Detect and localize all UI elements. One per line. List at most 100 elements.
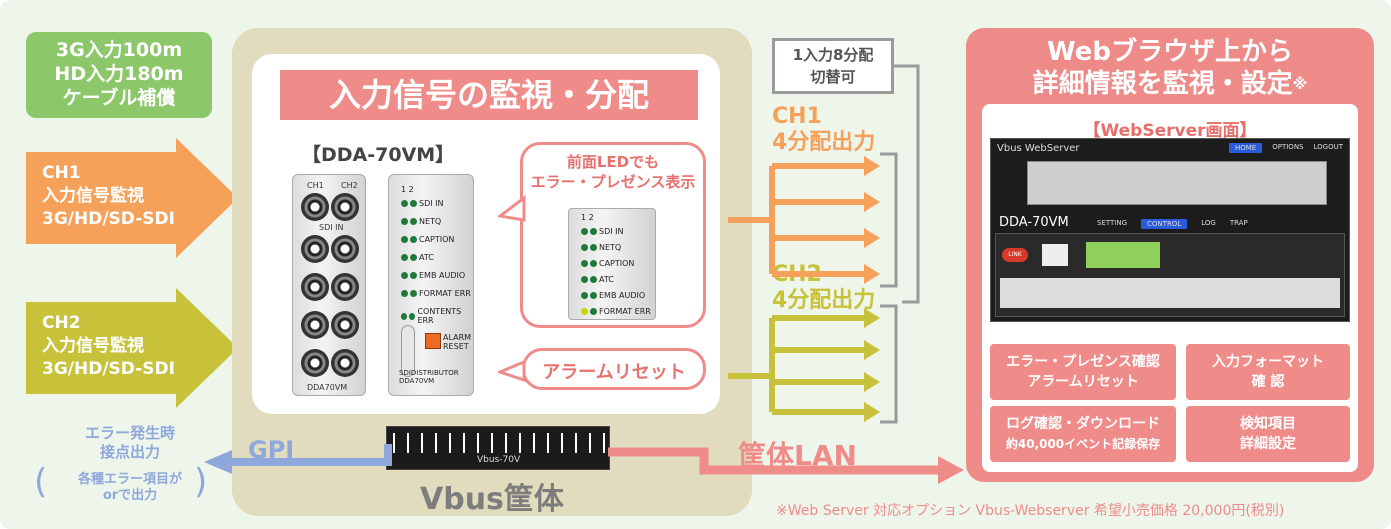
screen-status-table bbox=[1000, 278, 1340, 308]
paren-right: ) bbox=[194, 462, 208, 502]
paren-left: ( bbox=[34, 462, 48, 502]
bnc-connector bbox=[301, 349, 329, 377]
webserver-screenshot: Vbus WebServer HOME OPTIONS LOGOUT DDA-7… bbox=[990, 138, 1350, 322]
device-modules bbox=[393, 433, 605, 453]
screen-control-area: LINK bbox=[995, 233, 1345, 317]
cable-line: HD入力180m bbox=[54, 63, 184, 85]
bubble-title-line: エラー・プレゼンス表示 bbox=[530, 173, 696, 191]
led-row: EMB AUDIO bbox=[581, 291, 645, 300]
ch1-input-text: CH1 入力信号監視 3G/HD/SD-SDI bbox=[42, 162, 175, 231]
ch-tag: CH1 bbox=[307, 181, 324, 190]
ch1-desc: 入力信号監視 bbox=[42, 186, 144, 206]
led-row: SDI IN bbox=[581, 227, 623, 236]
bubble-tail bbox=[498, 360, 526, 383]
ch2-label: CH2 bbox=[42, 313, 81, 333]
screen-slot-strip bbox=[1027, 161, 1327, 205]
led-row: EMB AUDIO bbox=[401, 271, 465, 280]
lan-label: 筐体LAN bbox=[738, 439, 857, 472]
cable-line: 3G入力100m bbox=[55, 39, 183, 61]
output-arrows bbox=[728, 152, 898, 424]
bnc-connector bbox=[301, 311, 329, 339]
bnc-connector bbox=[331, 349, 359, 377]
web-title-line: Webブラウザ上から bbox=[1047, 37, 1293, 67]
led-bubble-title: 前面LEDでも エラー・プレゼンス表示 bbox=[524, 152, 702, 192]
screen-nav-logout[interactable]: LOGOUT bbox=[1313, 143, 1344, 151]
ch1-format: 3G/HD/SD-SDI bbox=[42, 209, 175, 229]
footnote: ※Web Server 対応オプション Vbus-Webserver 希望小売価… bbox=[776, 503, 1285, 519]
led-closeup-panel: 1 2 SDI IN NETQ CAPTION ATC EMB AUDIO FO… bbox=[568, 208, 656, 320]
screen-nav-options[interactable]: OPTIONS bbox=[1272, 143, 1304, 151]
alarm-reset-button[interactable] bbox=[425, 333, 441, 349]
screen-title: Vbus WebServer bbox=[997, 143, 1080, 154]
screen-link-button[interactable]: LINK bbox=[1002, 248, 1028, 262]
led-row: ATC bbox=[581, 275, 614, 284]
led-header: 1 2 bbox=[401, 185, 414, 194]
distribution-box: 1入力8分配 切替可 bbox=[772, 38, 894, 94]
screen-tab-control[interactable]: CONTROL bbox=[1141, 219, 1188, 229]
bubble-title-line: 前面LEDでも bbox=[566, 153, 660, 171]
screen-nav-home[interactable]: HOME bbox=[1228, 143, 1263, 153]
cable-line: ケーブル補償 bbox=[62, 87, 176, 109]
switch-bracket bbox=[894, 64, 920, 304]
bnc-connector bbox=[301, 273, 329, 301]
alarm-bubble-text: アラームリセット bbox=[542, 362, 686, 383]
model-label: 【DDA-70VM】 bbox=[302, 144, 455, 166]
alarm-bubble bbox=[522, 348, 706, 390]
gpi-arrow bbox=[204, 444, 392, 474]
main-title: 入力信号の監視・分配 bbox=[280, 70, 698, 120]
bubble-tail bbox=[498, 195, 526, 222]
vbus-chassis-device: Vbus-70V bbox=[386, 426, 610, 470]
feature-detection-settings: 検知項目 詳細設定 bbox=[1186, 406, 1350, 462]
dist-line: 切替可 bbox=[810, 68, 856, 86]
webserver-label: 【WebServer画面】 bbox=[1083, 121, 1257, 141]
vbus-label: Vbus筐体 bbox=[420, 482, 564, 517]
bnc-connector bbox=[331, 273, 359, 301]
led-row: NETQ bbox=[401, 217, 441, 226]
ch2-format: 3G/HD/SD-SDI bbox=[42, 359, 175, 379]
lan-arrow bbox=[608, 447, 964, 484]
led-row: CONTENTS ERR bbox=[401, 307, 473, 325]
led-row: CAPTION bbox=[581, 259, 634, 268]
screen-nav: HOME OPTIONS LOGOUT bbox=[1228, 143, 1344, 153]
led-row: FORMAT ERR bbox=[401, 289, 471, 298]
screen-tab-log[interactable]: LOG bbox=[1201, 219, 1216, 227]
led-front-panel: 1 2 SDI IN NETQ CAPTION ATC EMB AUDIO FO… bbox=[388, 174, 474, 396]
screen-status-block bbox=[1086, 242, 1160, 268]
device-label: Vbus-70V bbox=[477, 455, 521, 465]
arrow-shape bbox=[26, 138, 238, 258]
ch2-input-text: CH2 入力信号監視 3G/HD/SD-SDI bbox=[42, 312, 175, 381]
bnc-connector bbox=[301, 193, 329, 221]
gpi-label: GPI bbox=[248, 436, 295, 464]
led-row: SDI IN bbox=[401, 199, 443, 208]
led-row: FORMAT ERR bbox=[581, 307, 651, 316]
screen-model: DDA-70VM bbox=[999, 215, 1069, 230]
bnc-connector bbox=[331, 193, 359, 221]
ch-tag: CH2 bbox=[341, 181, 358, 190]
dist-line: 1入力8分配 bbox=[792, 46, 874, 64]
ch1-output-label: CH1 4分配出力 bbox=[772, 104, 876, 155]
screen-tab-trap[interactable]: TRAP bbox=[1229, 219, 1248, 227]
ch1-input-arrow: CH1 入力信号監視 3G/HD/SD-SDI bbox=[26, 138, 238, 258]
led-header: 1 2 bbox=[581, 213, 594, 222]
panel-brand: DDA70VM bbox=[307, 383, 348, 392]
error-sub-text: 各種エラー項目が orで出力 bbox=[77, 472, 182, 503]
bnc-connector bbox=[331, 235, 359, 263]
screen-tab-setting[interactable]: SETTING bbox=[1097, 219, 1128, 227]
arrow-shape bbox=[26, 288, 238, 408]
ch1-label: CH1 bbox=[42, 163, 81, 183]
screen-cell bbox=[1042, 244, 1068, 266]
ch2-desc: 入力信号監視 bbox=[42, 336, 144, 356]
web-title-line: 詳細情報を監視・設定※ bbox=[1032, 69, 1308, 99]
led-row: ATC bbox=[401, 253, 434, 262]
alarm-label: ALARM RESET bbox=[443, 333, 472, 351]
web-title: Webブラウザ上から 詳細情報を監視・設定※ bbox=[966, 36, 1374, 100]
cable-compensation-badge: 3G入力100m HD入力180m ケーブル補償 bbox=[26, 32, 212, 118]
panel-footer: SDIDISTRIBUTOR DDA70VM bbox=[399, 369, 459, 385]
bnc-front-panel: CH1 CH2 SDI IN DDA70VM bbox=[292, 174, 366, 396]
sdi-in-tag: SDI IN bbox=[319, 223, 344, 232]
feature-log: ログ確認・ダウンロード 約40,000イベント記録保存 bbox=[990, 406, 1176, 462]
bnc-connector bbox=[301, 235, 329, 263]
feature-input-format: 入力フォーマット 確 認 bbox=[1186, 344, 1350, 400]
ch2-input-arrow: CH2 入力信号監視 3G/HD/SD-SDI bbox=[26, 288, 238, 408]
